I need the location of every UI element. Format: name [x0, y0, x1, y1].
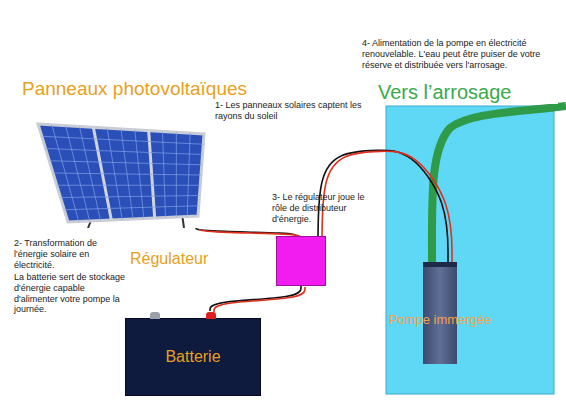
water-tank [386, 106, 554, 394]
step-note: 1- Les panneaux solaires captent les ray… [215, 100, 375, 122]
submersible-pump: Pompe immergée [385, 262, 495, 364]
step-note: 4- Alimentation de la pompe en électrici… [362, 38, 558, 70]
solar-panel: Panneaux photovoltaïques [22, 78, 216, 228]
negative-terminal [150, 312, 160, 319]
node-label: Pompe immergée [385, 312, 495, 327]
node-label: Panneaux photovoltaïques [22, 78, 216, 100]
battery: Batterie [125, 318, 261, 396]
cell-line [46, 149, 203, 155]
cell-line [57, 185, 201, 186]
hose-label: Vers l’arrosage [378, 80, 558, 104]
cell-line [42, 136, 204, 144]
node-label: Régulateur [130, 250, 208, 268]
regulator-box [276, 236, 326, 286]
charge-regulator: Régulateur [130, 236, 326, 286]
panel-drawing [22, 118, 212, 228]
cell-line [61, 196, 200, 198]
positive-wire [214, 287, 305, 312]
power-wire [210, 286, 305, 312]
cell-line [64, 206, 199, 210]
cell-line [53, 173, 201, 175]
step-note: 2- Transformation de l'énergie solaire e… [14, 238, 126, 270]
node-label: Batterie [165, 348, 220, 366]
positive-terminal [206, 312, 216, 319]
step-note: 3- Le régulateur joue le rôle de distrib… [272, 192, 376, 224]
cell-line [49, 161, 202, 165]
battery-note: La batterie sert de stockage d'énergie c… [14, 272, 126, 315]
panel-frame [38, 124, 204, 222]
